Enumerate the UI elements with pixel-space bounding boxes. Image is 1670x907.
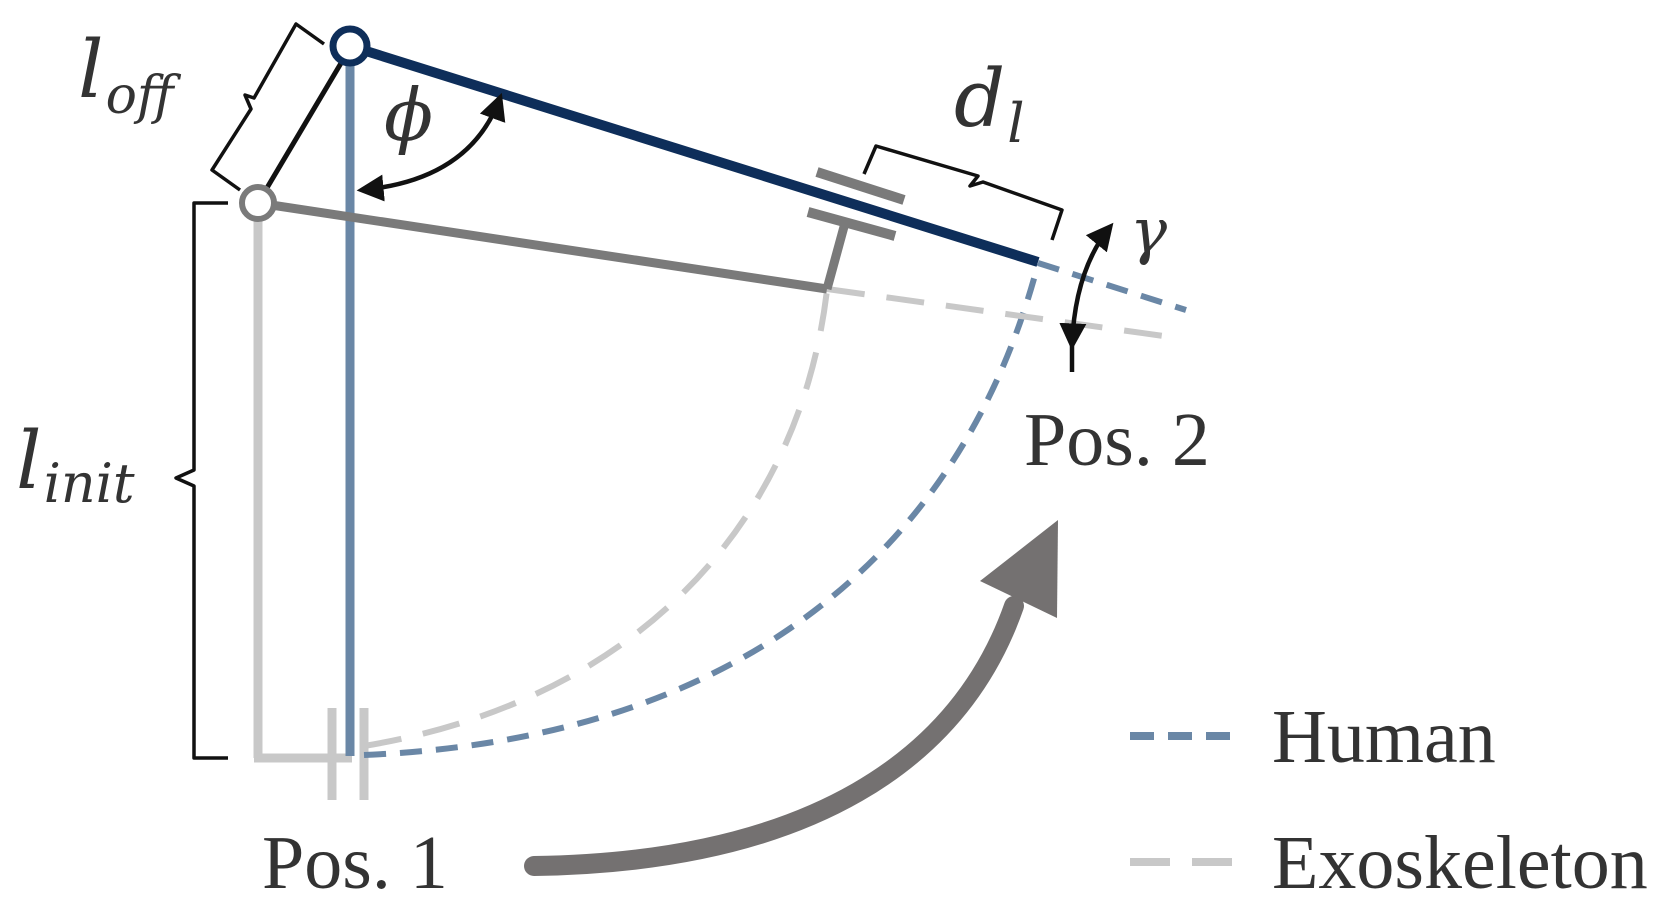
linit-brace bbox=[174, 201, 228, 760]
legend-item-human: Human bbox=[1130, 695, 1496, 779]
human-extension-dashed bbox=[1037, 260, 1187, 313]
phi-label: ϕ bbox=[384, 73, 433, 157]
motion-arrow-shaft bbox=[524, 596, 1024, 876]
dl-label-sub: l bbox=[1007, 92, 1024, 155]
exo-hip-joint bbox=[239, 184, 277, 222]
legend-item-exoskeleton: Exoskeleton bbox=[1130, 821, 1648, 905]
loff-label-main: l bbox=[78, 23, 104, 116]
pos2-label: Pos. 2 bbox=[1024, 398, 1210, 482]
human-thigh-link bbox=[348, 41, 1040, 267]
loff-label: loff bbox=[78, 23, 182, 126]
loff-brace bbox=[210, 22, 326, 192]
exo-thigh-link bbox=[257, 198, 828, 294]
exo-offset-link bbox=[255, 46, 353, 205]
legend: Human Exoskeleton bbox=[1130, 695, 1648, 905]
linit-label-main: l bbox=[16, 414, 42, 507]
exo-extension-dashed bbox=[826, 286, 1179, 341]
dl-brace bbox=[862, 144, 1064, 241]
exo-cuff-upper bbox=[815, 167, 906, 205]
human-hip-joint bbox=[329, 25, 371, 67]
linit-label: linit bbox=[16, 414, 135, 515]
gamma-angle-arc bbox=[1059, 222, 1114, 351]
loff-label-sub: off bbox=[106, 66, 182, 126]
legend-human-label: Human bbox=[1272, 695, 1496, 779]
phi-angle-arc bbox=[356, 92, 506, 202]
exo-shank-post bbox=[822, 221, 850, 291]
linit-label-sub: init bbox=[44, 452, 135, 515]
dl-label-main: d bbox=[954, 52, 1005, 145]
legend-exo-label: Exoskeleton bbox=[1272, 821, 1648, 905]
gamma-label: γ bbox=[1130, 194, 1168, 267]
human-swing-path bbox=[363, 263, 1041, 758]
dl-label: dl bbox=[954, 52, 1025, 155]
motion-arrow-head bbox=[980, 520, 1058, 618]
exo-swing-path bbox=[363, 289, 830, 749]
exo-cuff-lower bbox=[806, 207, 897, 241]
pos1-label: Pos. 1 bbox=[262, 821, 448, 905]
